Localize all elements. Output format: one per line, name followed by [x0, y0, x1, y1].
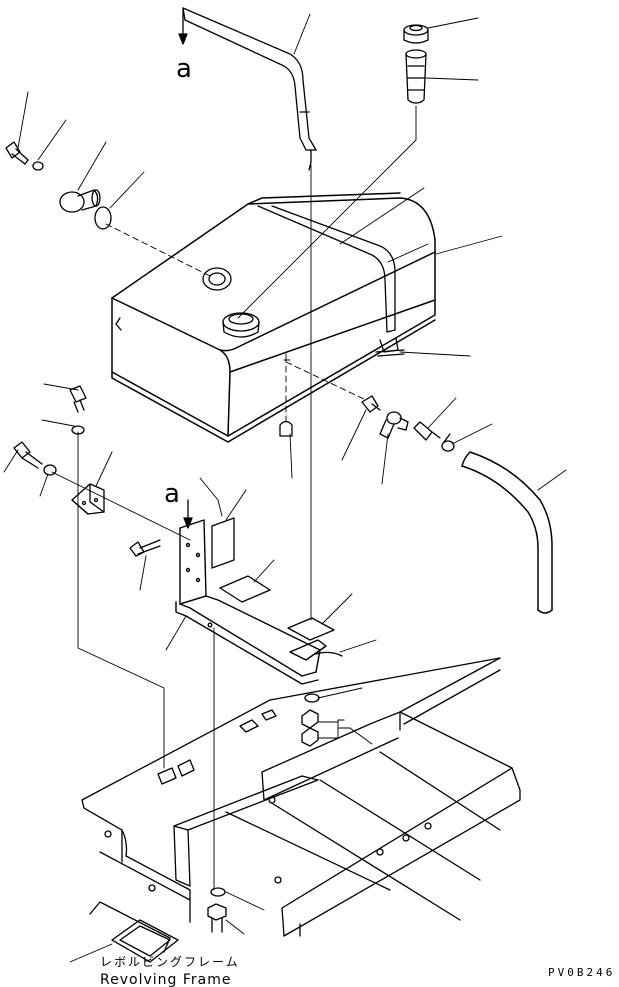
nut-upper: [301, 709, 319, 729]
view-label-bracket: a: [164, 479, 180, 509]
revolving-frame: [81, 657, 521, 953]
bolt-bracket-upper: [69, 385, 87, 413]
tank-support-bracket: [175, 519, 327, 685]
nut-lower: [301, 727, 319, 747]
elbow-fitting: [361, 395, 381, 413]
view-label-top: a: [176, 54, 192, 84]
view-arrow-top: [178, 9, 188, 45]
cushion-pad-vertical: [211, 517, 235, 569]
tank-strap-top: [182, 7, 317, 171]
bolt-tray: [129, 539, 161, 557]
tank-flange-port: [202, 267, 232, 291]
hose-clamp: [441, 433, 455, 452]
drawing-code: PV0B246: [548, 966, 615, 979]
bolt-bracket-lower: [13, 441, 43, 469]
frame-cover-plate: [111, 919, 179, 963]
fuel-tank: [111, 192, 436, 443]
washer-tray: [304, 693, 320, 703]
mounting-bracket: [71, 483, 105, 515]
tank-strap-band: [257, 205, 405, 357]
cushion-strip: [315, 651, 343, 657]
hose-nipple: [413, 421, 441, 441]
drain-hose: [461, 451, 553, 614]
drain-plug: [279, 420, 293, 437]
bolt-left-top: [5, 141, 29, 165]
tank-filler-neck: [222, 312, 260, 338]
view-arrow-bracket: [183, 499, 193, 529]
assembly-lines: [51, 105, 417, 891]
filter-strainer: [405, 49, 427, 104]
gasket: [94, 206, 112, 230]
leader-lines: [3, 13, 567, 963]
cushion-pad-lower: [287, 617, 335, 641]
bolt-bottom: [207, 903, 227, 933]
washer-bracket-lower: [43, 464, 57, 476]
washer-bottom: [210, 887, 226, 897]
drain-valve: [379, 411, 409, 439]
tank-mark: [115, 317, 122, 331]
frame-label-japanese: レボルビングフレーム: [100, 955, 240, 969]
frame-label-english: Revolving Frame: [100, 972, 231, 987]
fuel-cap: [403, 24, 429, 44]
cushion-pad-upper: [219, 575, 271, 603]
washer-left-top: [32, 161, 44, 171]
suction-flange: [59, 189, 101, 213]
